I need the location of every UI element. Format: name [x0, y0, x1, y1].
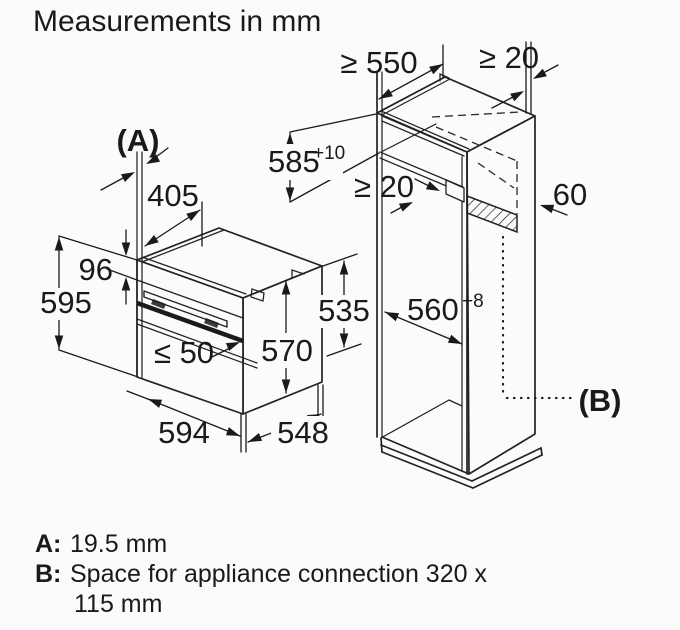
callout-b-label: (B): [578, 383, 621, 418]
cabinet-drawing: [376, 71, 575, 489]
cabinet-rear-notch: [439, 73, 450, 82]
legend-b-value-cont: 115 mm: [74, 590, 162, 618]
dim-cabinet-niche-width: 560: [407, 292, 459, 327]
oven-door-handle: [143, 290, 228, 328]
dim-clearance-height: 535: [318, 293, 370, 328]
oven-side-vent: [250, 288, 265, 302]
dim-cabinet-rear-gap: ≥ 20: [479, 40, 539, 75]
dim-oven-door-gap: ≤ 50: [154, 335, 214, 370]
dim-oven-height: 595: [40, 285, 92, 320]
legend-a-key: A:: [35, 530, 61, 558]
cabinet-dimensions: [285, 41, 568, 357]
legend-b-key: B:: [35, 560, 61, 588]
dim-cabinet-side-wall: 60: [553, 177, 587, 212]
cabinet-plinth: [380, 437, 543, 489]
appliance-connection-area: [466, 194, 518, 234]
dim-oven-top-setback: 405: [147, 178, 199, 213]
cabinet-shelf: [379, 123, 465, 203]
dim-oven-body-height: 570: [261, 333, 313, 368]
legend-b-value: Space for appliance connection 320 x: [70, 560, 487, 588]
oven-rear-notch: [291, 269, 305, 278]
dim-oven-width: 594: [158, 415, 210, 450]
dim-cabinet-shelf-gap: ≥ 20: [354, 169, 414, 204]
dim-cabinet-niche-width-tol: +8: [462, 291, 484, 312]
dim-cabinet-depth-min: ≥ 550: [340, 45, 417, 80]
dim-cabinet-niche-height: 585: [268, 144, 320, 179]
callout-a-label: (A): [116, 123, 159, 158]
dim-oven-depth: 548: [277, 415, 329, 450]
legend-a-value: 19.5 mm: [70, 530, 167, 558]
dim-oven-panel-height: 96: [79, 252, 113, 287]
dim-cabinet-niche-height-tol: +10: [313, 143, 345, 164]
legend: A: 19.5 mm B: Space for appliance connec…: [35, 530, 487, 618]
page-title: Measurements in mm: [33, 5, 321, 38]
